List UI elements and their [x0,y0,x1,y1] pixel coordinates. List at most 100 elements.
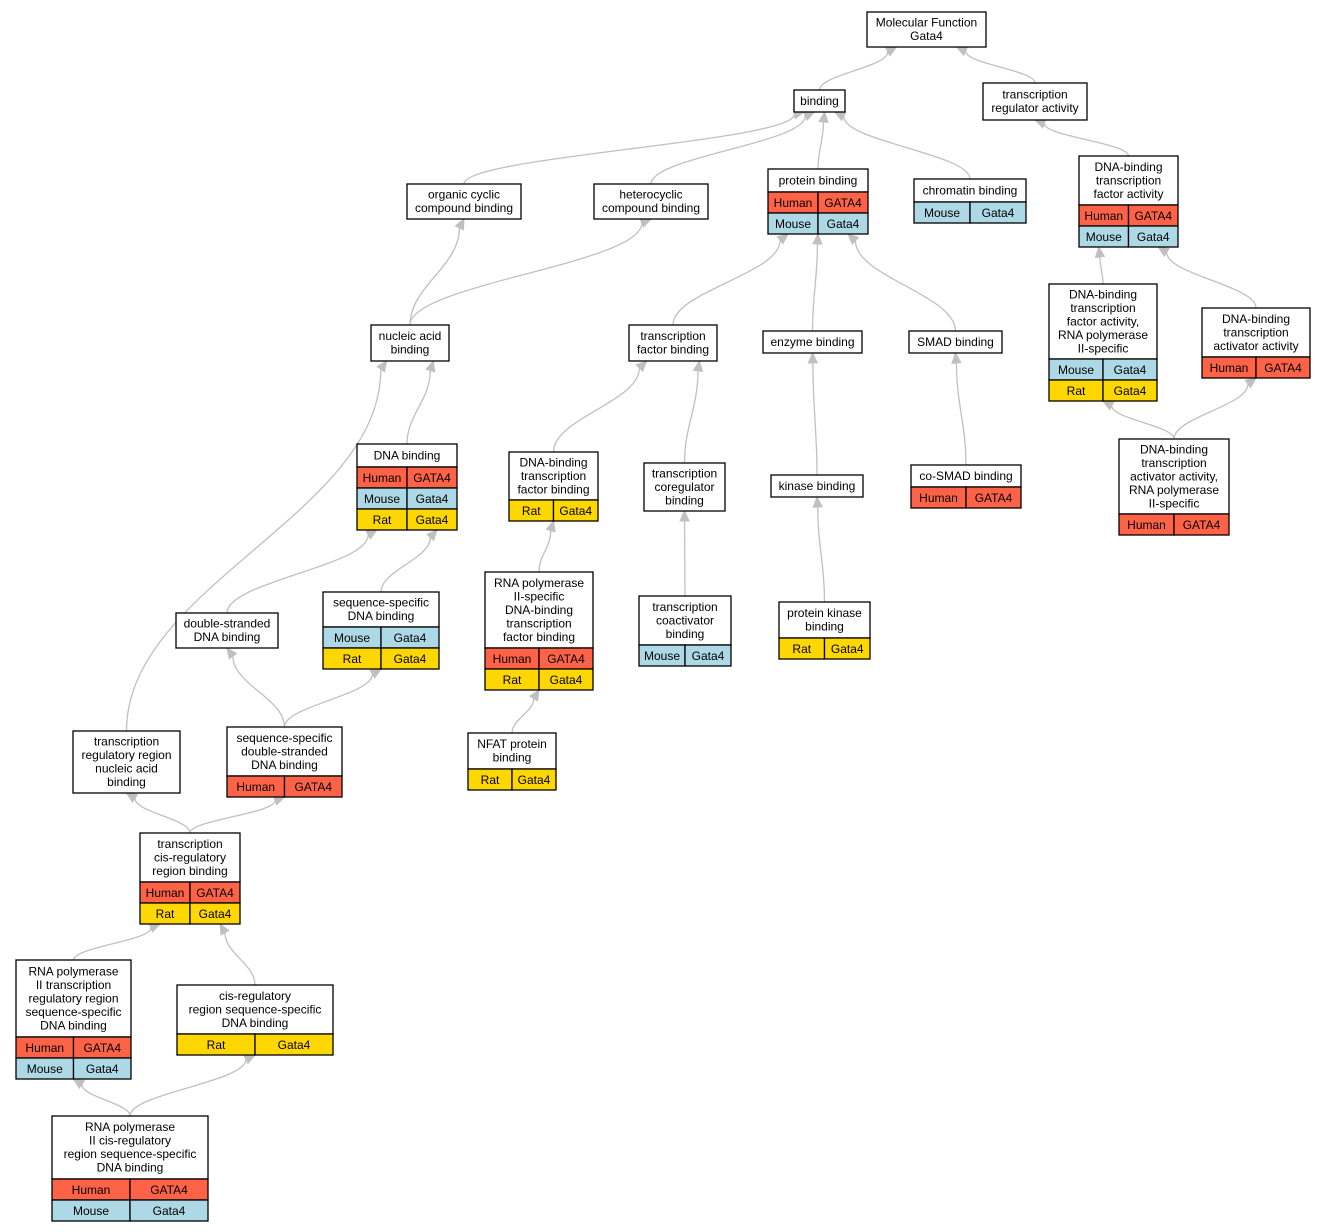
node-label-box [406,183,522,220]
node-label-line: RNA polymerase [85,1120,175,1134]
edge-binding-to-mf [818,51,889,91]
species-label: Human [236,780,275,794]
species-label: Mouse [364,492,400,506]
node-label-line: transcription [640,329,705,343]
node-label-line: RNA polymerase [28,964,118,978]
node-label-line: DNA binding [348,609,415,623]
node-label-line: chromatin binding [923,183,1018,197]
edge-arrowhead [807,351,819,364]
edge-trans-reg-activity-to-mf [964,50,1036,84]
edge-kinase-binding-to-enzyme-binding [812,362,818,476]
edge-dbt-activator-pol2-to-dbtf-pol2 [1111,405,1175,440]
gene-cell [823,637,871,660]
gene-label: Gata4 [982,206,1015,220]
gene-label: Gata4 [153,1204,186,1218]
node-label-line: factor binding [517,482,589,496]
edge-seqspec-dna-binding-to-dna-binding [380,537,431,593]
edge-smad-binding-to-protein-binding [854,240,957,332]
gene-cell [552,499,599,522]
node-label-line: compound binding [415,201,513,215]
edge-nucleic-acid-binding-to-heterocyclic [409,222,643,326]
gene-cell [965,486,1022,509]
go-node-binding[interactable]: binding [793,89,846,113]
node-label-line: DNA-binding [505,603,573,617]
gene-cell [189,902,241,925]
node-label-line: regulator activity [991,101,1078,115]
node-label-line: factor binding [637,343,709,357]
node-label-line: transcription [1223,325,1288,339]
node-label-line: sequence-specific [333,596,429,610]
edge-cisreg-ss-dna-binding-to-trans-cisreg-binding [224,932,256,986]
gene-label: Gata4 [1137,230,1170,244]
node-label-line: regulatory region [28,991,118,1005]
node-label-line: cis-regulatory [219,989,291,1003]
node-label-line: Molecular Function [876,16,977,30]
gene-cell [129,1199,209,1222]
go-node-pol2-dbtf-binding[interactable]: RNA polymeraseII-specificDNA-bindingtran… [484,571,594,691]
gene-label: Gata4 [86,1062,119,1076]
node-label-line: regulatory region [81,748,171,762]
edge-arrowhead [776,233,789,245]
species-label: Human [919,491,958,505]
node-label-line: II transcription [36,978,111,992]
node-label-box [467,732,557,770]
edge-arrowhead [425,359,436,373]
node-label-line: DNA binding [251,758,318,772]
edge-arrowhead [951,351,962,364]
species-label: Rat [522,504,541,518]
node-label-line: NFAT protein [477,737,547,751]
node-label-line: region sequence-specific [64,1147,197,1161]
node-label-line: RNA polymerase [1058,328,1148,342]
node-label-line: DNA-binding [1140,442,1208,456]
edge-pol2-cisreg-ss-dna-binding-to-pol2-trrss-dna-binding [81,1084,131,1117]
go-node-kinase-binding[interactable]: kinase binding [770,474,864,498]
gene-label: Gata4 [394,631,427,645]
gene-label: Gata4 [278,1038,311,1052]
node-label-line: nucleic acid [95,762,158,776]
node-label-line: binding [665,493,704,507]
edge-dbtf-pol2-to-dbtf-activity [1099,256,1104,285]
node-label-line: enzyme binding [770,335,854,349]
species-label: Rat [156,907,175,921]
node-label-line: DNA binding [194,630,261,644]
node-label-line: transcription [1070,301,1135,315]
node-label-line: DNA binding [374,448,441,462]
edge-enzyme-binding-to-protein-binding [811,243,819,332]
edge-arrowhead [1033,118,1047,129]
edge-heterocyclic-to-binding [650,115,806,185]
go-node-smad-binding[interactable]: SMAD binding [908,330,1003,354]
species-label: Mouse [924,206,960,220]
edge-arrowhead [635,360,648,373]
edge-arrowhead [692,359,704,373]
go-node-enzyme-binding[interactable]: enzyme binding [762,330,863,354]
node-label-line: factor activity, [1067,314,1139,328]
node-label-line: transcription [1141,456,1206,470]
